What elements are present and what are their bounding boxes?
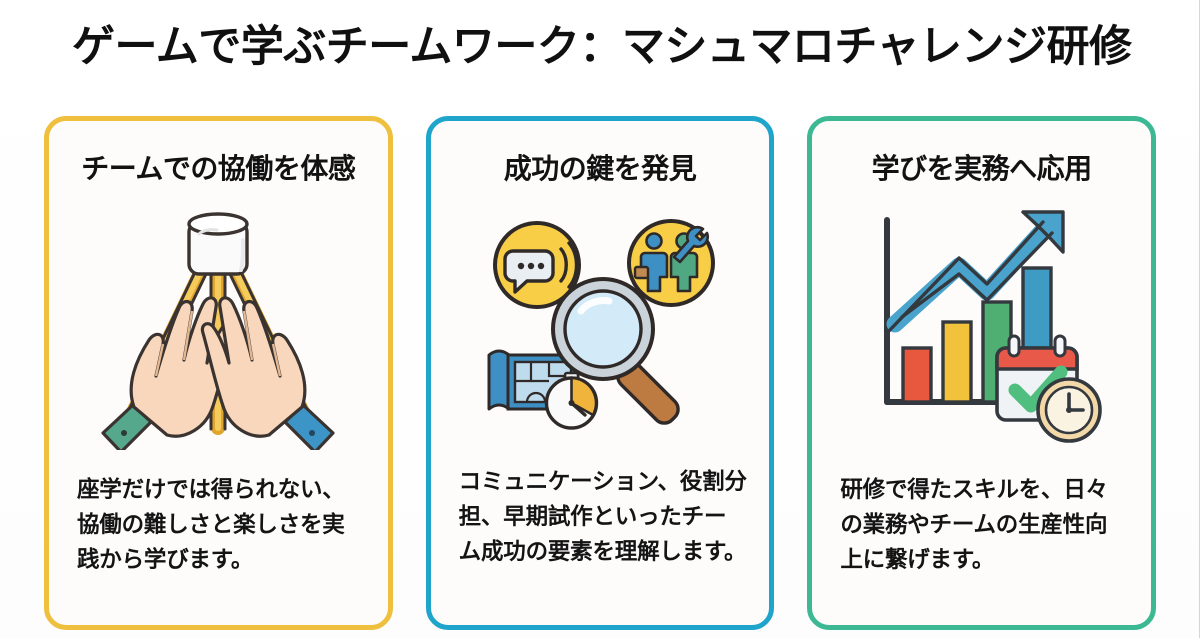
marshmallow-spaghetti-tower-with-hands-icon (49, 195, 388, 455)
card-body: 研修で得たスキルを、日々の業務やチームの生産性向上に繋げます。 (840, 477, 1108, 572)
card-title: チームでの協働を体感 (81, 153, 356, 184)
card-body: 座学だけでは得られない、協働の難しさと楽しさを実践から学びます。 (77, 477, 345, 572)
growth-bar-chart-with-calendar-icon (812, 195, 1151, 455)
card-teamwork[interactable]: チームでの協働を体感 (44, 116, 393, 630)
magnifying-glass-analysis-icon (431, 195, 770, 455)
card-body: コミュニケーション、役割分担、早期試作といったチーム成功の要素を理解します。 (458, 469, 747, 564)
card-apply-learning[interactable]: 学びを実務へ応用 (807, 116, 1157, 630)
card-title: 学びを実務へ応用 (871, 153, 1093, 184)
card-title: 成功の鍵を発見 (503, 153, 697, 184)
page-title: ゲームで学ぶチームワーク：マシュマロチャレンジ研修 (72, 23, 1132, 71)
card-list: チームでの協働を体感 (44, 116, 1157, 630)
card-success-keys[interactable]: 成功の鍵を発見 (425, 116, 775, 630)
